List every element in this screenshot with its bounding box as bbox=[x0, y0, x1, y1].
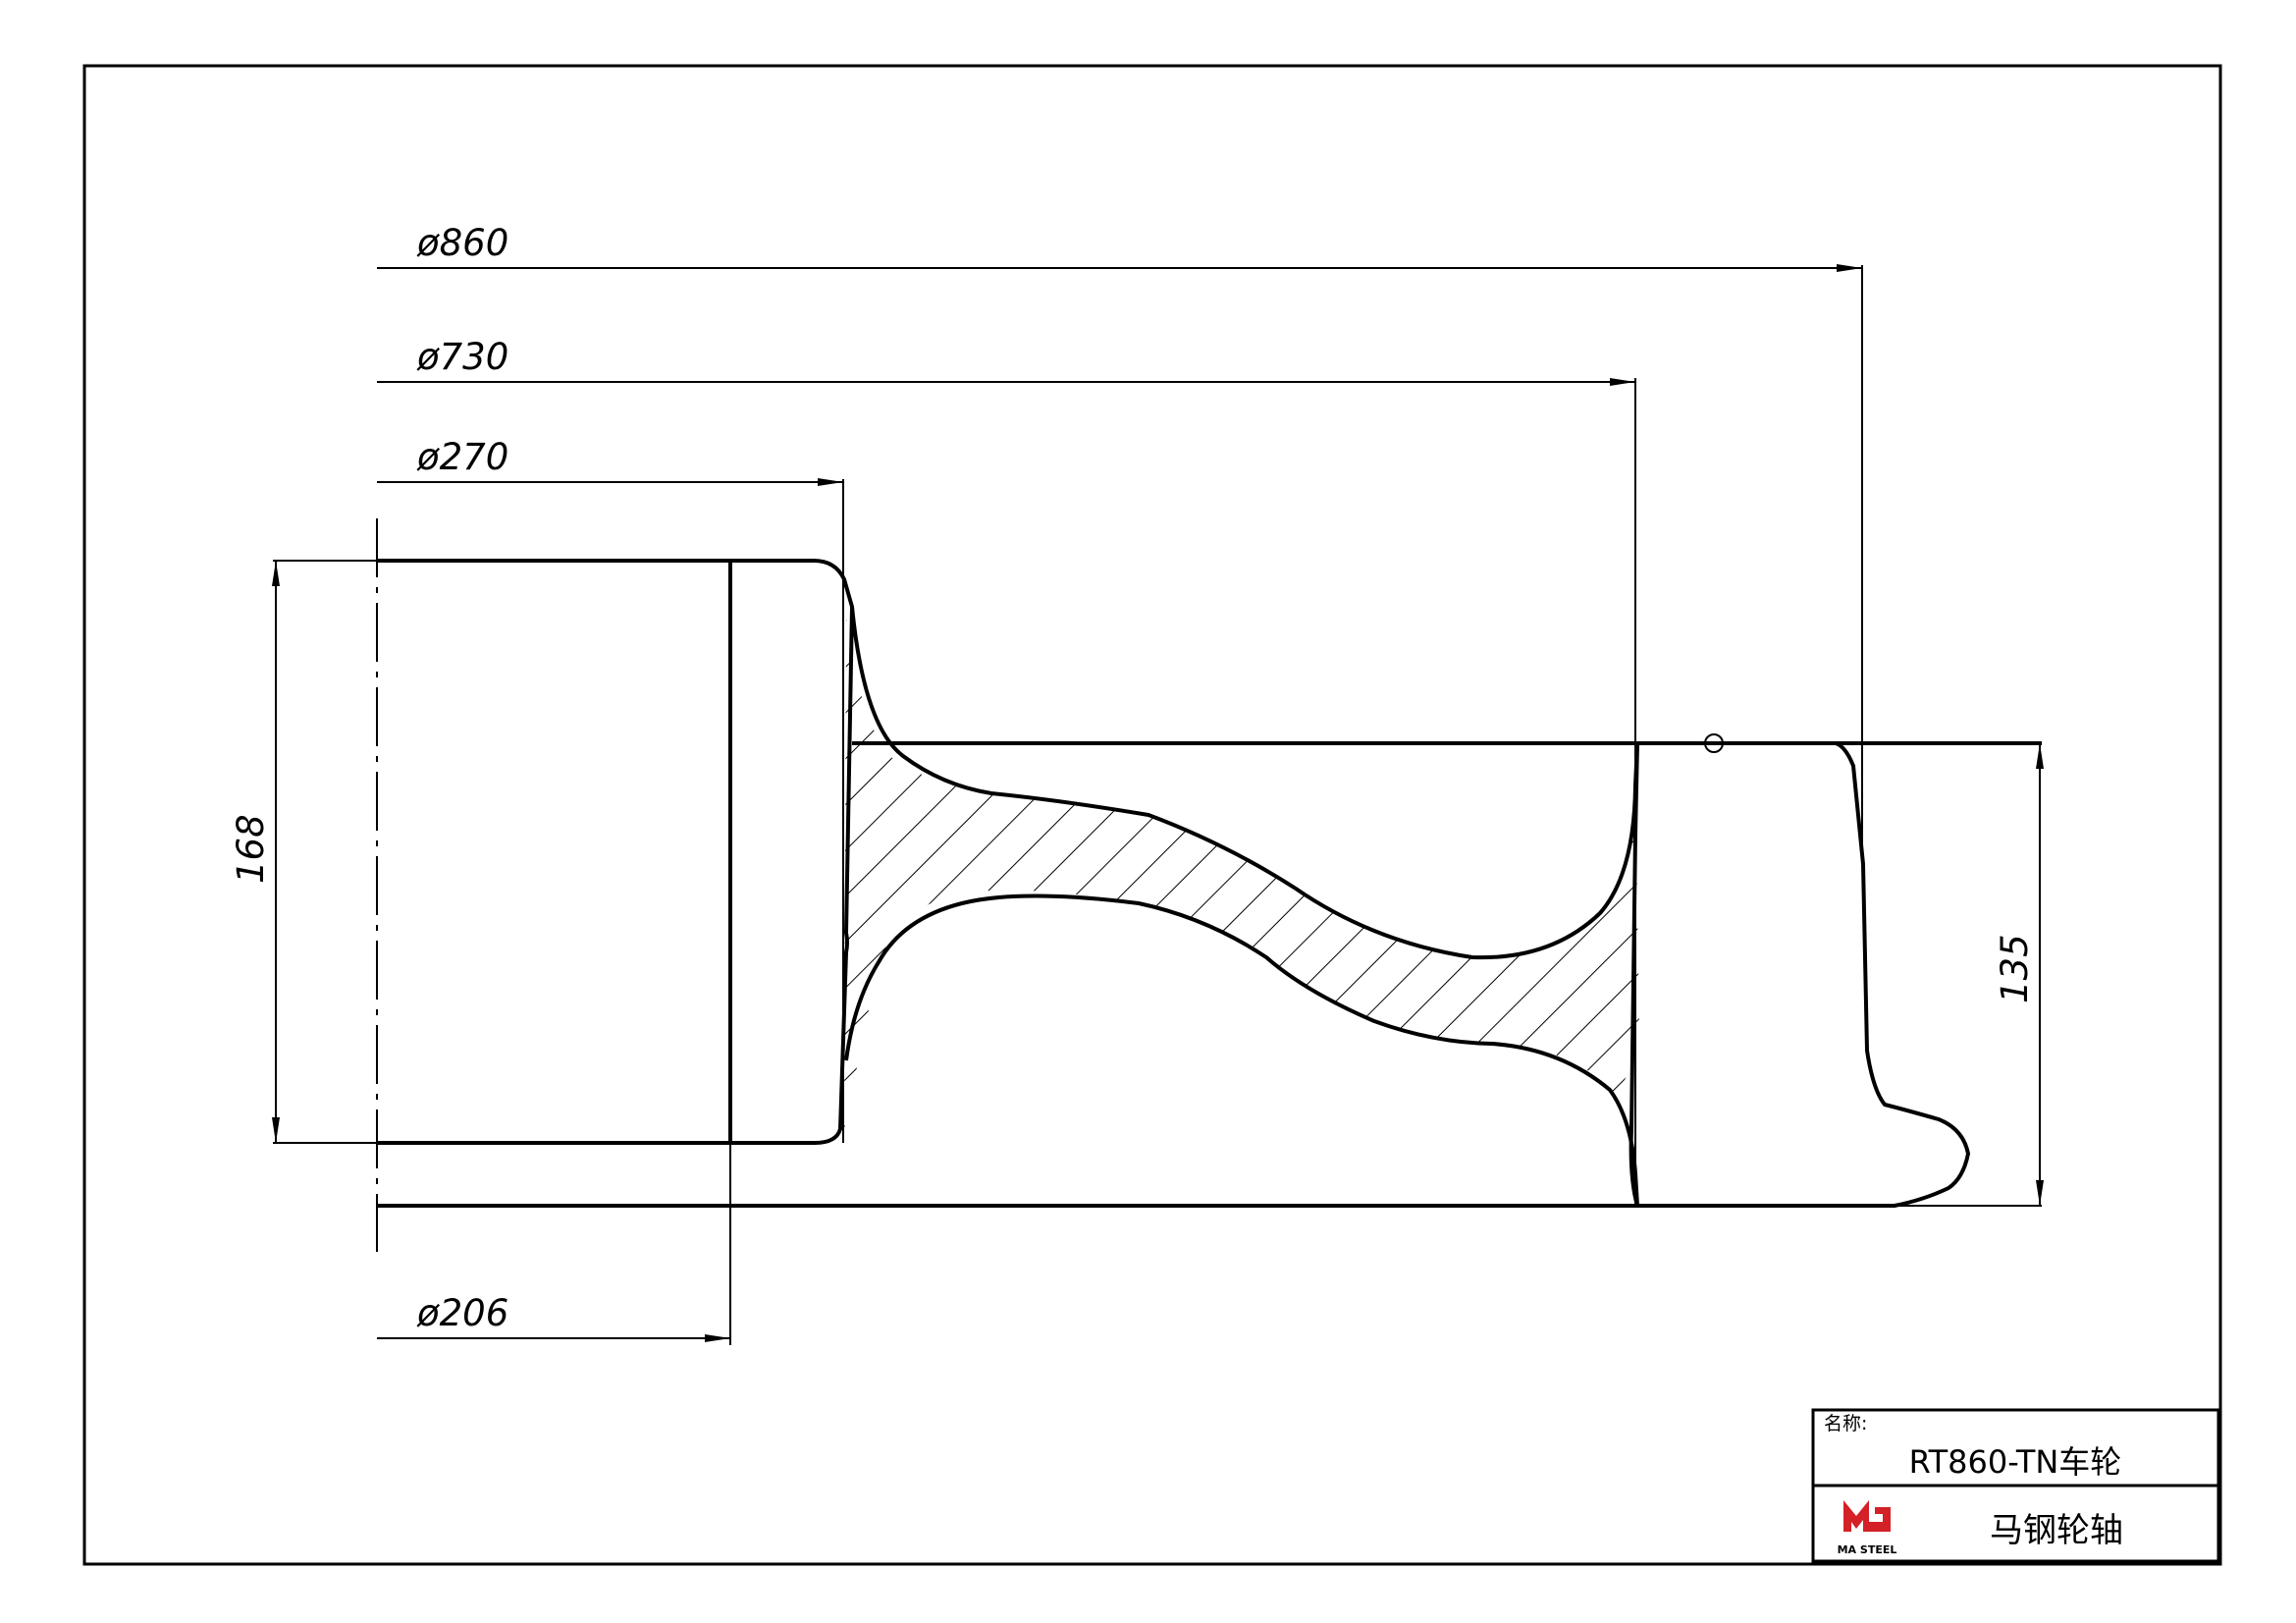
rim-section bbox=[1629, 741, 1971, 1208]
logo-mark bbox=[1843, 1500, 1891, 1532]
dim-text-d270: ø270 bbox=[416, 436, 508, 478]
drawing-frame bbox=[82, 64, 2222, 1566]
ma-steel-logo: MA STEEL bbox=[1838, 1500, 1897, 1556]
dim-text-d860: ø860 bbox=[416, 222, 508, 264]
name-label: 名称: bbox=[1824, 1413, 1867, 1434]
web-upper-contour bbox=[850, 606, 1639, 960]
web-section bbox=[844, 619, 1639, 1129]
company-name: 马钢轮轴 bbox=[1990, 1511, 2123, 1550]
wheel-cross-section bbox=[728, 559, 1971, 1208]
dim-text-h135: 135 bbox=[1994, 934, 2036, 1003]
logo-text: MA STEEL bbox=[1838, 1543, 1897, 1556]
dim-text-d730: ø730 bbox=[416, 336, 508, 378]
dim-text-d206: ø206 bbox=[416, 1292, 508, 1334]
title-block: 名称: RT860-TN车轮 MA STEEL 马钢轮轴 bbox=[1811, 1408, 2220, 1564]
part-name: RT860-TN车轮 bbox=[1909, 1443, 2122, 1481]
web-lower-contour bbox=[844, 893, 1639, 1207]
hub-section bbox=[728, 559, 855, 1145]
dim-text-h168: 168 bbox=[230, 814, 272, 884]
